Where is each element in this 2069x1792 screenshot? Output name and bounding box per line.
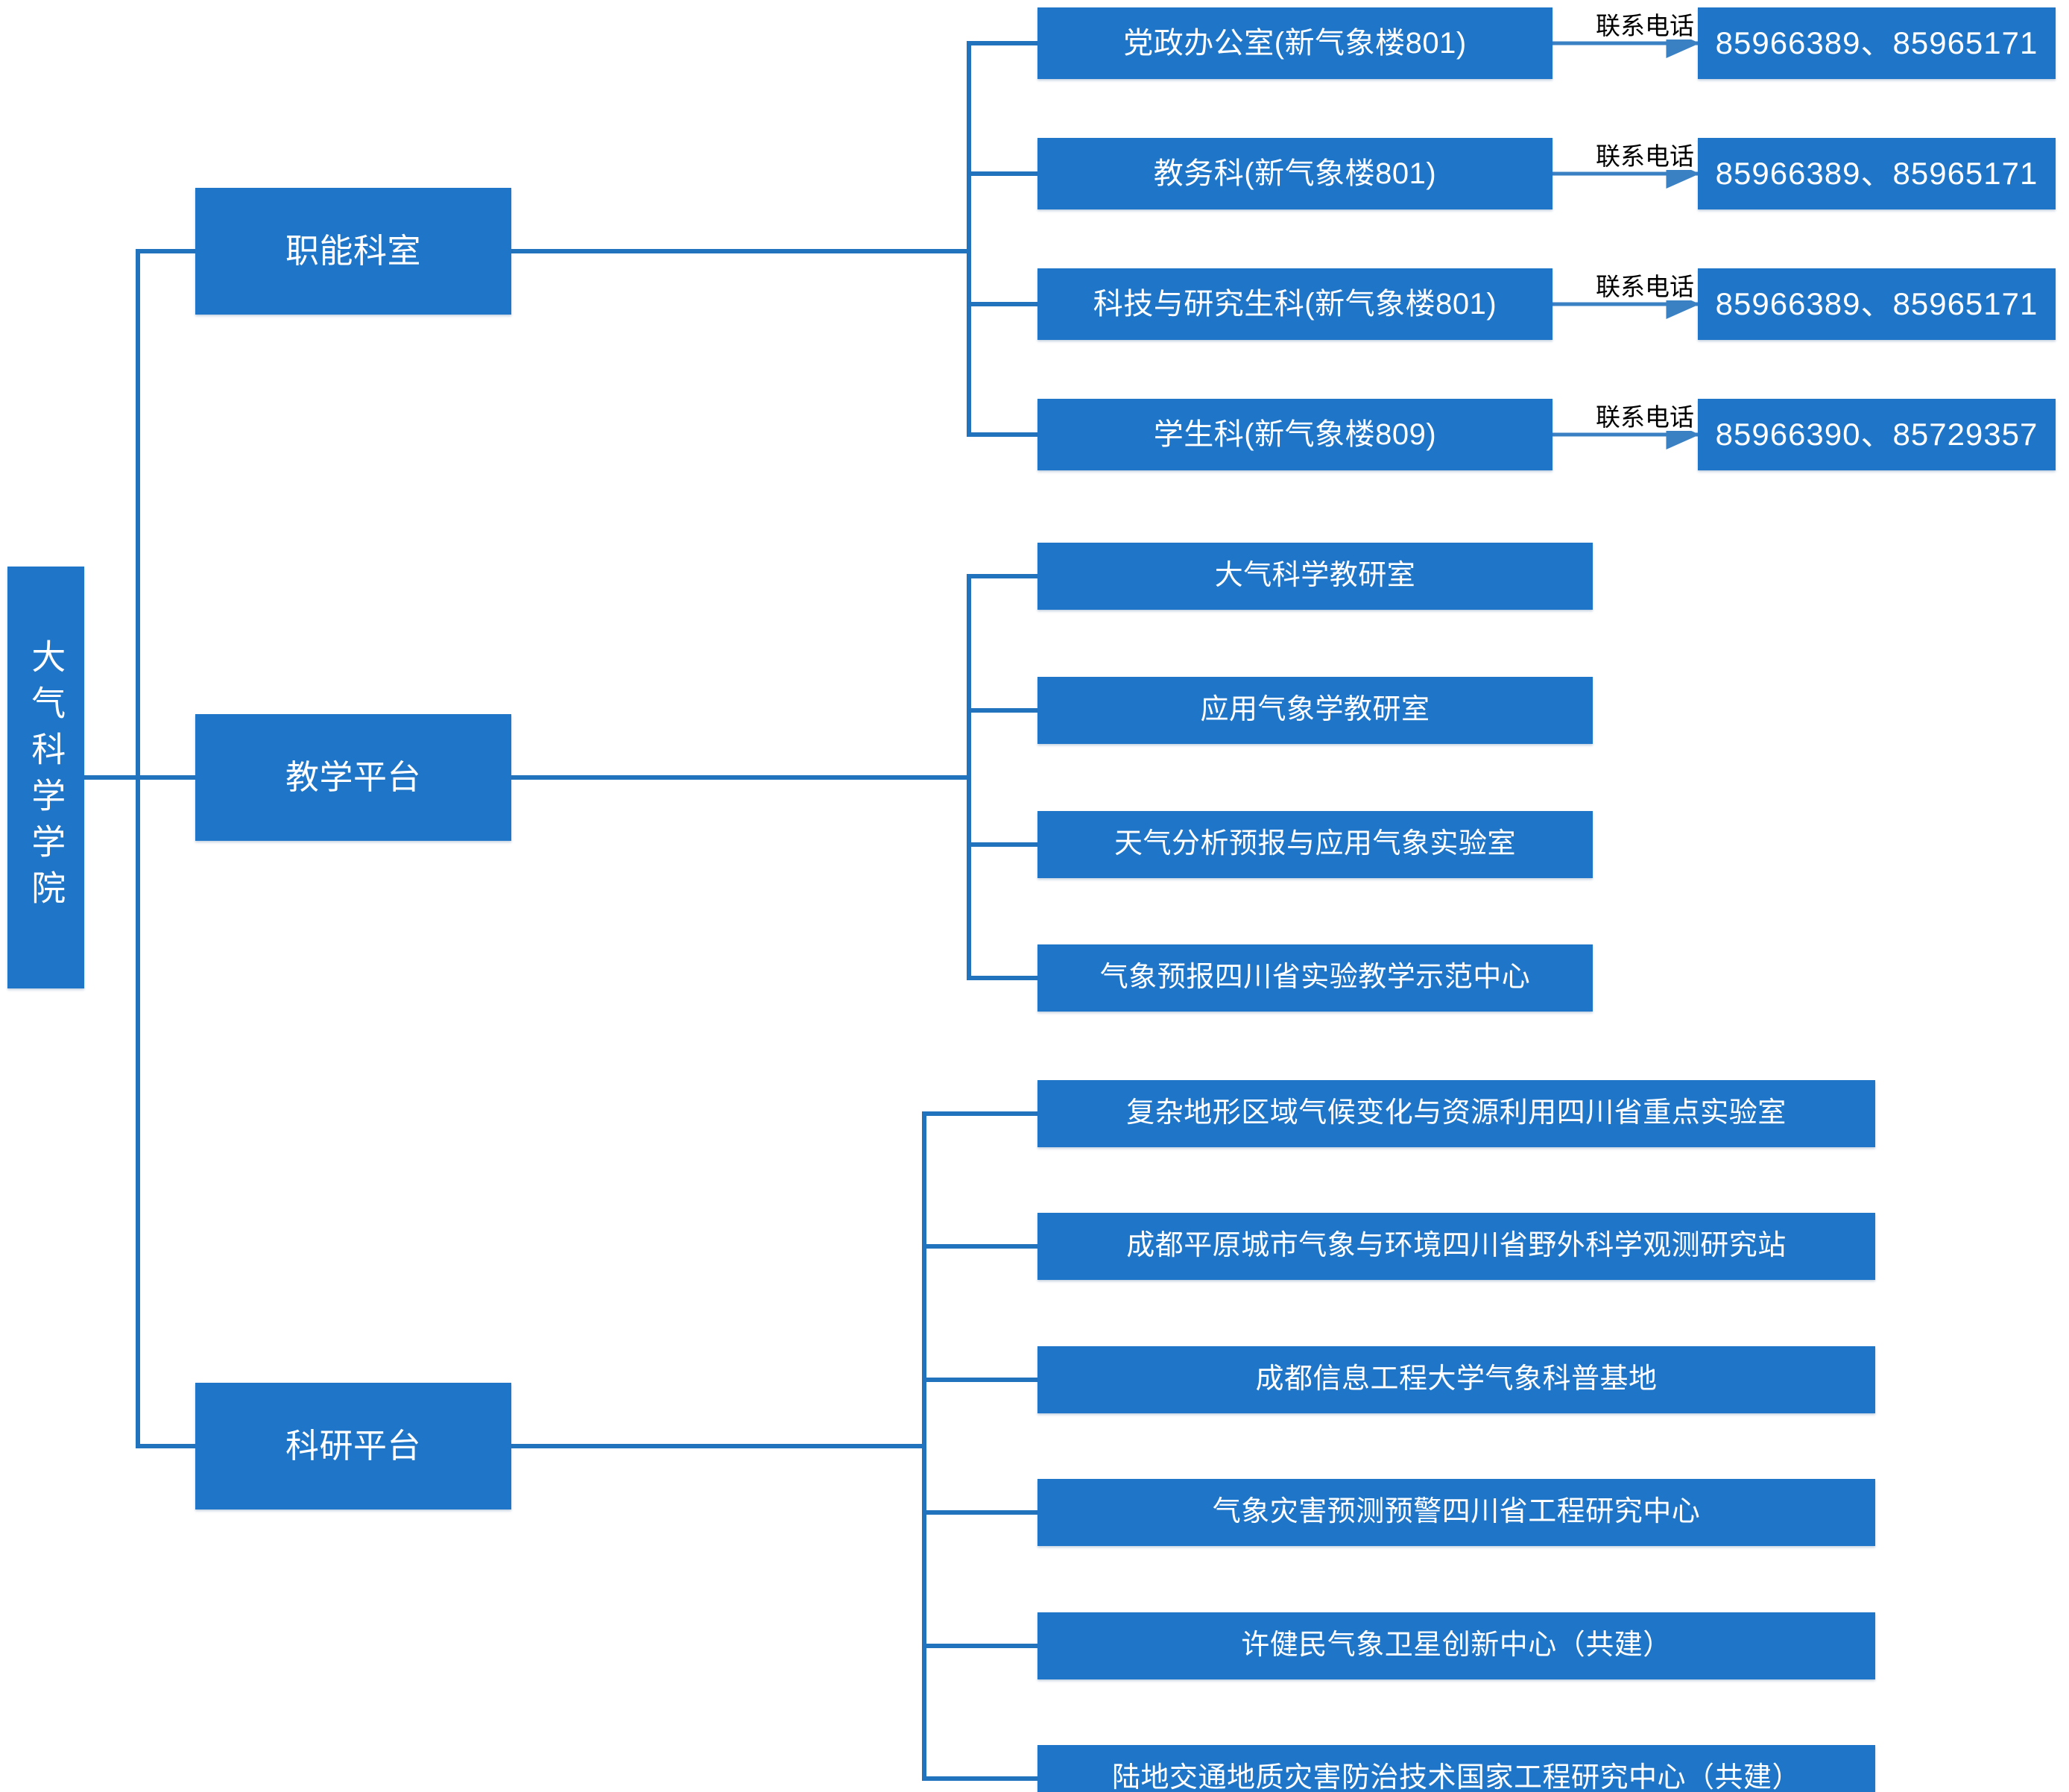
node-functional-offices-label: 职能科室 (285, 231, 421, 270)
node-teach-forecast-demo-center[interactable]: 气象预报四川省实验教学示范中心 (1037, 944, 1593, 1012)
node-res-geological-hazard-center[interactable]: 陆地交通地质灾害防治技术国家工程研究中心（共建） (1037, 1745, 1875, 1792)
node-phone-science-graduate[interactable]: 85966389、85965171 (1698, 268, 2056, 340)
node-functional-offices[interactable]: 职能科室 (195, 188, 511, 315)
edge-label-contact-phone-4: 联系电话 (1593, 403, 1697, 431)
node-res-disaster-warning-center[interactable]: 气象灾害预测预警四川省工程研究中心 (1037, 1479, 1875, 1546)
node-dept-party-admin-office-label: 党政办公室(新气象楼801) (1123, 27, 1467, 60)
node-teach-weather-analysis-lab[interactable]: 天气分析预报与应用气象实验室 (1037, 811, 1593, 878)
node-res-chengdu-plain-station[interactable]: 成都平原城市气象与环境四川省野外科学观测研究站 (1037, 1213, 1875, 1280)
node-dept-academic-affairs[interactable]: 教务科(新气象楼801) (1037, 138, 1552, 209)
node-root[interactable]: 大气科学学院 (7, 567, 84, 988)
node-phone-academic-affairs-value: 85966389、85965171 (1715, 155, 2038, 191)
node-phone-science-graduate-value: 85966389、85965171 (1715, 285, 2038, 321)
node-phone-party-admin-office-value: 85966389、85965171 (1715, 25, 2038, 60)
node-res-geological-hazard-center-label: 陆地交通地质灾害防治技术国家工程研究中心（共建） (1111, 1762, 1801, 1792)
node-res-complex-terrain-lab[interactable]: 复杂地形区域气候变化与资源利用四川省重点实验室 (1037, 1080, 1875, 1147)
node-teach-applied-meteorology[interactable]: 应用气象学教研室 (1037, 677, 1593, 744)
node-dept-science-graduate[interactable]: 科技与研究生科(新气象楼801) (1037, 268, 1552, 340)
node-dept-student-affairs-label: 学生科(新气象楼809) (1153, 418, 1437, 451)
node-res-satellite-innovation-center-label: 许健民气象卫星创新中心（共建） (1241, 1629, 1672, 1662)
node-res-disaster-warning-center-label: 气象灾害预测预警四川省工程研究中心 (1212, 1496, 1701, 1528)
node-dept-academic-affairs-label: 教务科(新气象楼801) (1153, 157, 1437, 190)
node-teach-weather-analysis-lab-label: 天气分析预报与应用气象实验室 (1114, 828, 1516, 860)
node-research-platform-label: 科研平台 (285, 1426, 421, 1465)
node-res-complex-terrain-lab-label: 复杂地形区域气候变化与资源利用四川省重点实验室 (1126, 1097, 1787, 1129)
node-teaching-platform-label: 教学平台 (285, 757, 421, 796)
node-phone-student-affairs-value: 85966390、85729357 (1715, 416, 2038, 452)
node-research-platform[interactable]: 科研平台 (195, 1383, 511, 1509)
node-res-chengdu-plain-station-label: 成都平原城市气象与环境四川省野外科学观测研究站 (1126, 1230, 1787, 1262)
node-phone-party-admin-office[interactable]: 85966389、85965171 (1698, 7, 2056, 79)
node-res-science-popularization-base[interactable]: 成都信息工程大学气象科普基地 (1037, 1346, 1875, 1413)
node-res-science-popularization-base-label: 成都信息工程大学气象科普基地 (1255, 1363, 1658, 1395)
node-res-satellite-innovation-center[interactable]: 许健民气象卫星创新中心（共建） (1037, 1612, 1875, 1679)
node-teach-atmospheric-science[interactable]: 大气科学教研室 (1037, 543, 1593, 610)
edge-label-contact-phone-1: 联系电话 (1593, 12, 1697, 40)
node-dept-party-admin-office[interactable]: 党政办公室(新气象楼801) (1037, 7, 1552, 79)
node-dept-student-affairs[interactable]: 学生科(新气象楼809) (1037, 399, 1552, 470)
node-phone-student-affairs[interactable]: 85966390、85729357 (1698, 399, 2056, 470)
node-teach-forecast-demo-center-label: 气象预报四川省实验教学示范中心 (1099, 962, 1531, 994)
node-teach-applied-meteorology-label: 应用气象学教研室 (1200, 694, 1430, 726)
node-teaching-platform[interactable]: 教学平台 (195, 714, 511, 841)
node-phone-academic-affairs[interactable]: 85966389、85965171 (1698, 138, 2056, 209)
edge-label-contact-phone-2: 联系电话 (1593, 142, 1697, 170)
node-dept-science-graduate-label: 科技与研究生科(新气象楼801) (1093, 288, 1497, 321)
edge-label-contact-phone-3: 联系电话 (1593, 273, 1697, 300)
node-root-label: 大气科学学院 (27, 639, 66, 916)
node-teach-atmospheric-science-label: 大气科学教研室 (1214, 560, 1416, 592)
